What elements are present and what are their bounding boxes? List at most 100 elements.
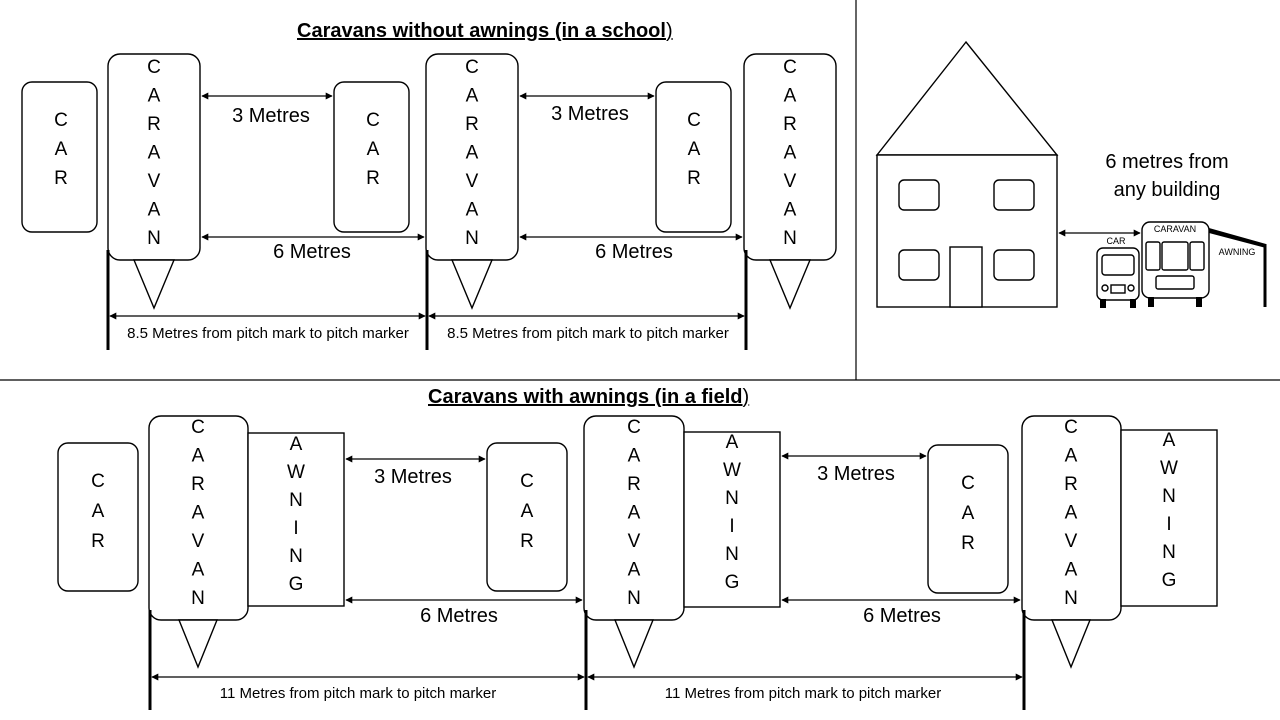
- pitch-distance-label: 8.5 Metres from pitch mark to pitch mark…: [127, 325, 409, 342]
- gap-3m-label: 3 Metres: [551, 103, 629, 125]
- stacked-letter: A: [192, 503, 205, 524]
- small-awning-label: AWNING: [1219, 247, 1256, 257]
- stacked-letter: A: [466, 86, 479, 107]
- stacked-letter: R: [627, 474, 641, 495]
- gap-3m-label: 3 Metres: [817, 463, 895, 485]
- awning-box: [1120, 429, 1218, 607]
- small-caravan-window: [1145, 241, 1161, 271]
- stacked-letter: R: [1064, 474, 1078, 495]
- stacked-letter: N: [1162, 542, 1176, 563]
- stacked-letter: N: [725, 488, 739, 509]
- stacked-letter: I: [1166, 514, 1171, 535]
- stacked-letter: C: [54, 110, 68, 131]
- stacked-letter: G: [725, 572, 740, 593]
- stacked-letter: A: [784, 86, 797, 107]
- stacked-letter: A: [784, 200, 797, 221]
- stacked-letter: A: [962, 503, 975, 524]
- stacked-letter: A: [148, 86, 161, 107]
- stacked-letter: A: [1065, 560, 1078, 581]
- stacked-letter: N: [783, 228, 797, 249]
- small-car-headlight: [1127, 284, 1135, 292]
- stacked-letter: A: [466, 143, 479, 164]
- house-window: [898, 179, 940, 211]
- gap-6m-label: 6 Metres: [420, 605, 498, 627]
- stacked-letter: R: [520, 531, 534, 552]
- stacked-letter: I: [729, 516, 734, 537]
- stacked-letter: V: [628, 531, 641, 552]
- pitch-distance-label: 8.5 Metres from pitch mark to pitch mark…: [447, 325, 729, 342]
- stacked-letter: R: [961, 533, 975, 554]
- stacked-letter: V: [192, 531, 205, 552]
- small-caravan-wheel: [1148, 297, 1154, 307]
- small-car-wheel: [1100, 299, 1106, 308]
- small-car-label: CAR: [1106, 236, 1126, 246]
- stacked-letter: A: [628, 446, 641, 467]
- stacked-letter: V: [466, 171, 479, 192]
- stacked-letter: N: [1162, 486, 1176, 507]
- stacked-letter: A: [726, 432, 739, 453]
- stacked-letter: G: [289, 574, 304, 595]
- pitch-distance-label: 11 Metres from pitch mark to pitch marke…: [220, 685, 496, 702]
- stacked-letter: V: [784, 171, 797, 192]
- stacked-letter: A: [784, 143, 797, 164]
- stacked-letter: R: [191, 474, 205, 495]
- small-caravan-window: [1161, 241, 1189, 271]
- stacked-letter: A: [192, 446, 205, 467]
- stacked-letter: R: [465, 114, 479, 135]
- stacked-letter: V: [1065, 531, 1078, 552]
- stacked-letter: C: [520, 471, 534, 492]
- awning-box: [247, 432, 345, 607]
- gap-3m-label: 3 Metres: [232, 105, 310, 127]
- stacked-letter: C: [191, 417, 205, 438]
- small-car-wheel: [1130, 299, 1136, 308]
- stacked-letter: A: [628, 560, 641, 581]
- stacked-letter: W: [723, 460, 741, 481]
- car-box: [57, 442, 139, 592]
- stacked-letter: A: [466, 200, 479, 221]
- building-section: 6 metres from any building CAR CARAVAN A…: [875, 40, 1267, 308]
- stacked-letter: R: [366, 168, 380, 189]
- gap-6m-label: 6 Metres: [595, 241, 673, 263]
- stacked-letter: N: [147, 228, 161, 249]
- stacked-letter: C: [366, 110, 380, 131]
- car-box: [655, 81, 732, 233]
- pitch-marker: [177, 619, 219, 669]
- gap-3m-label: 3 Metres: [374, 466, 452, 488]
- stacked-letter: A: [628, 503, 641, 524]
- stacked-letter: I: [293, 518, 298, 539]
- stacked-letter: A: [1065, 446, 1078, 467]
- stacked-letter: N: [289, 546, 303, 567]
- small-caravan-panel: [1155, 275, 1195, 290]
- small-caravan-wheel: [1196, 297, 1202, 307]
- gap-6m-label: 6 Metres: [273, 241, 351, 263]
- building-note-line1: 6 metres from: [1105, 151, 1228, 173]
- small-awning-roof: [1209, 228, 1266, 248]
- field-title: Caravans with awnings (in a field): [428, 386, 749, 408]
- stacked-letter: V: [148, 171, 161, 192]
- pitch-marker: [450, 259, 494, 310]
- stacked-letter: R: [783, 114, 797, 135]
- stacked-letter: C: [961, 473, 975, 494]
- house-window: [993, 249, 1035, 281]
- stacked-letter: W: [1160, 458, 1178, 479]
- stacked-letter: R: [687, 168, 701, 189]
- stacked-letter: W: [287, 462, 305, 483]
- small-car-grille: [1110, 284, 1126, 294]
- car-box: [927, 444, 1009, 594]
- stacked-letter: N: [725, 544, 739, 565]
- stacked-letter: R: [54, 168, 68, 189]
- small-car-windscreen: [1101, 254, 1135, 276]
- car-box: [333, 81, 410, 233]
- pitch-marker: [613, 619, 655, 669]
